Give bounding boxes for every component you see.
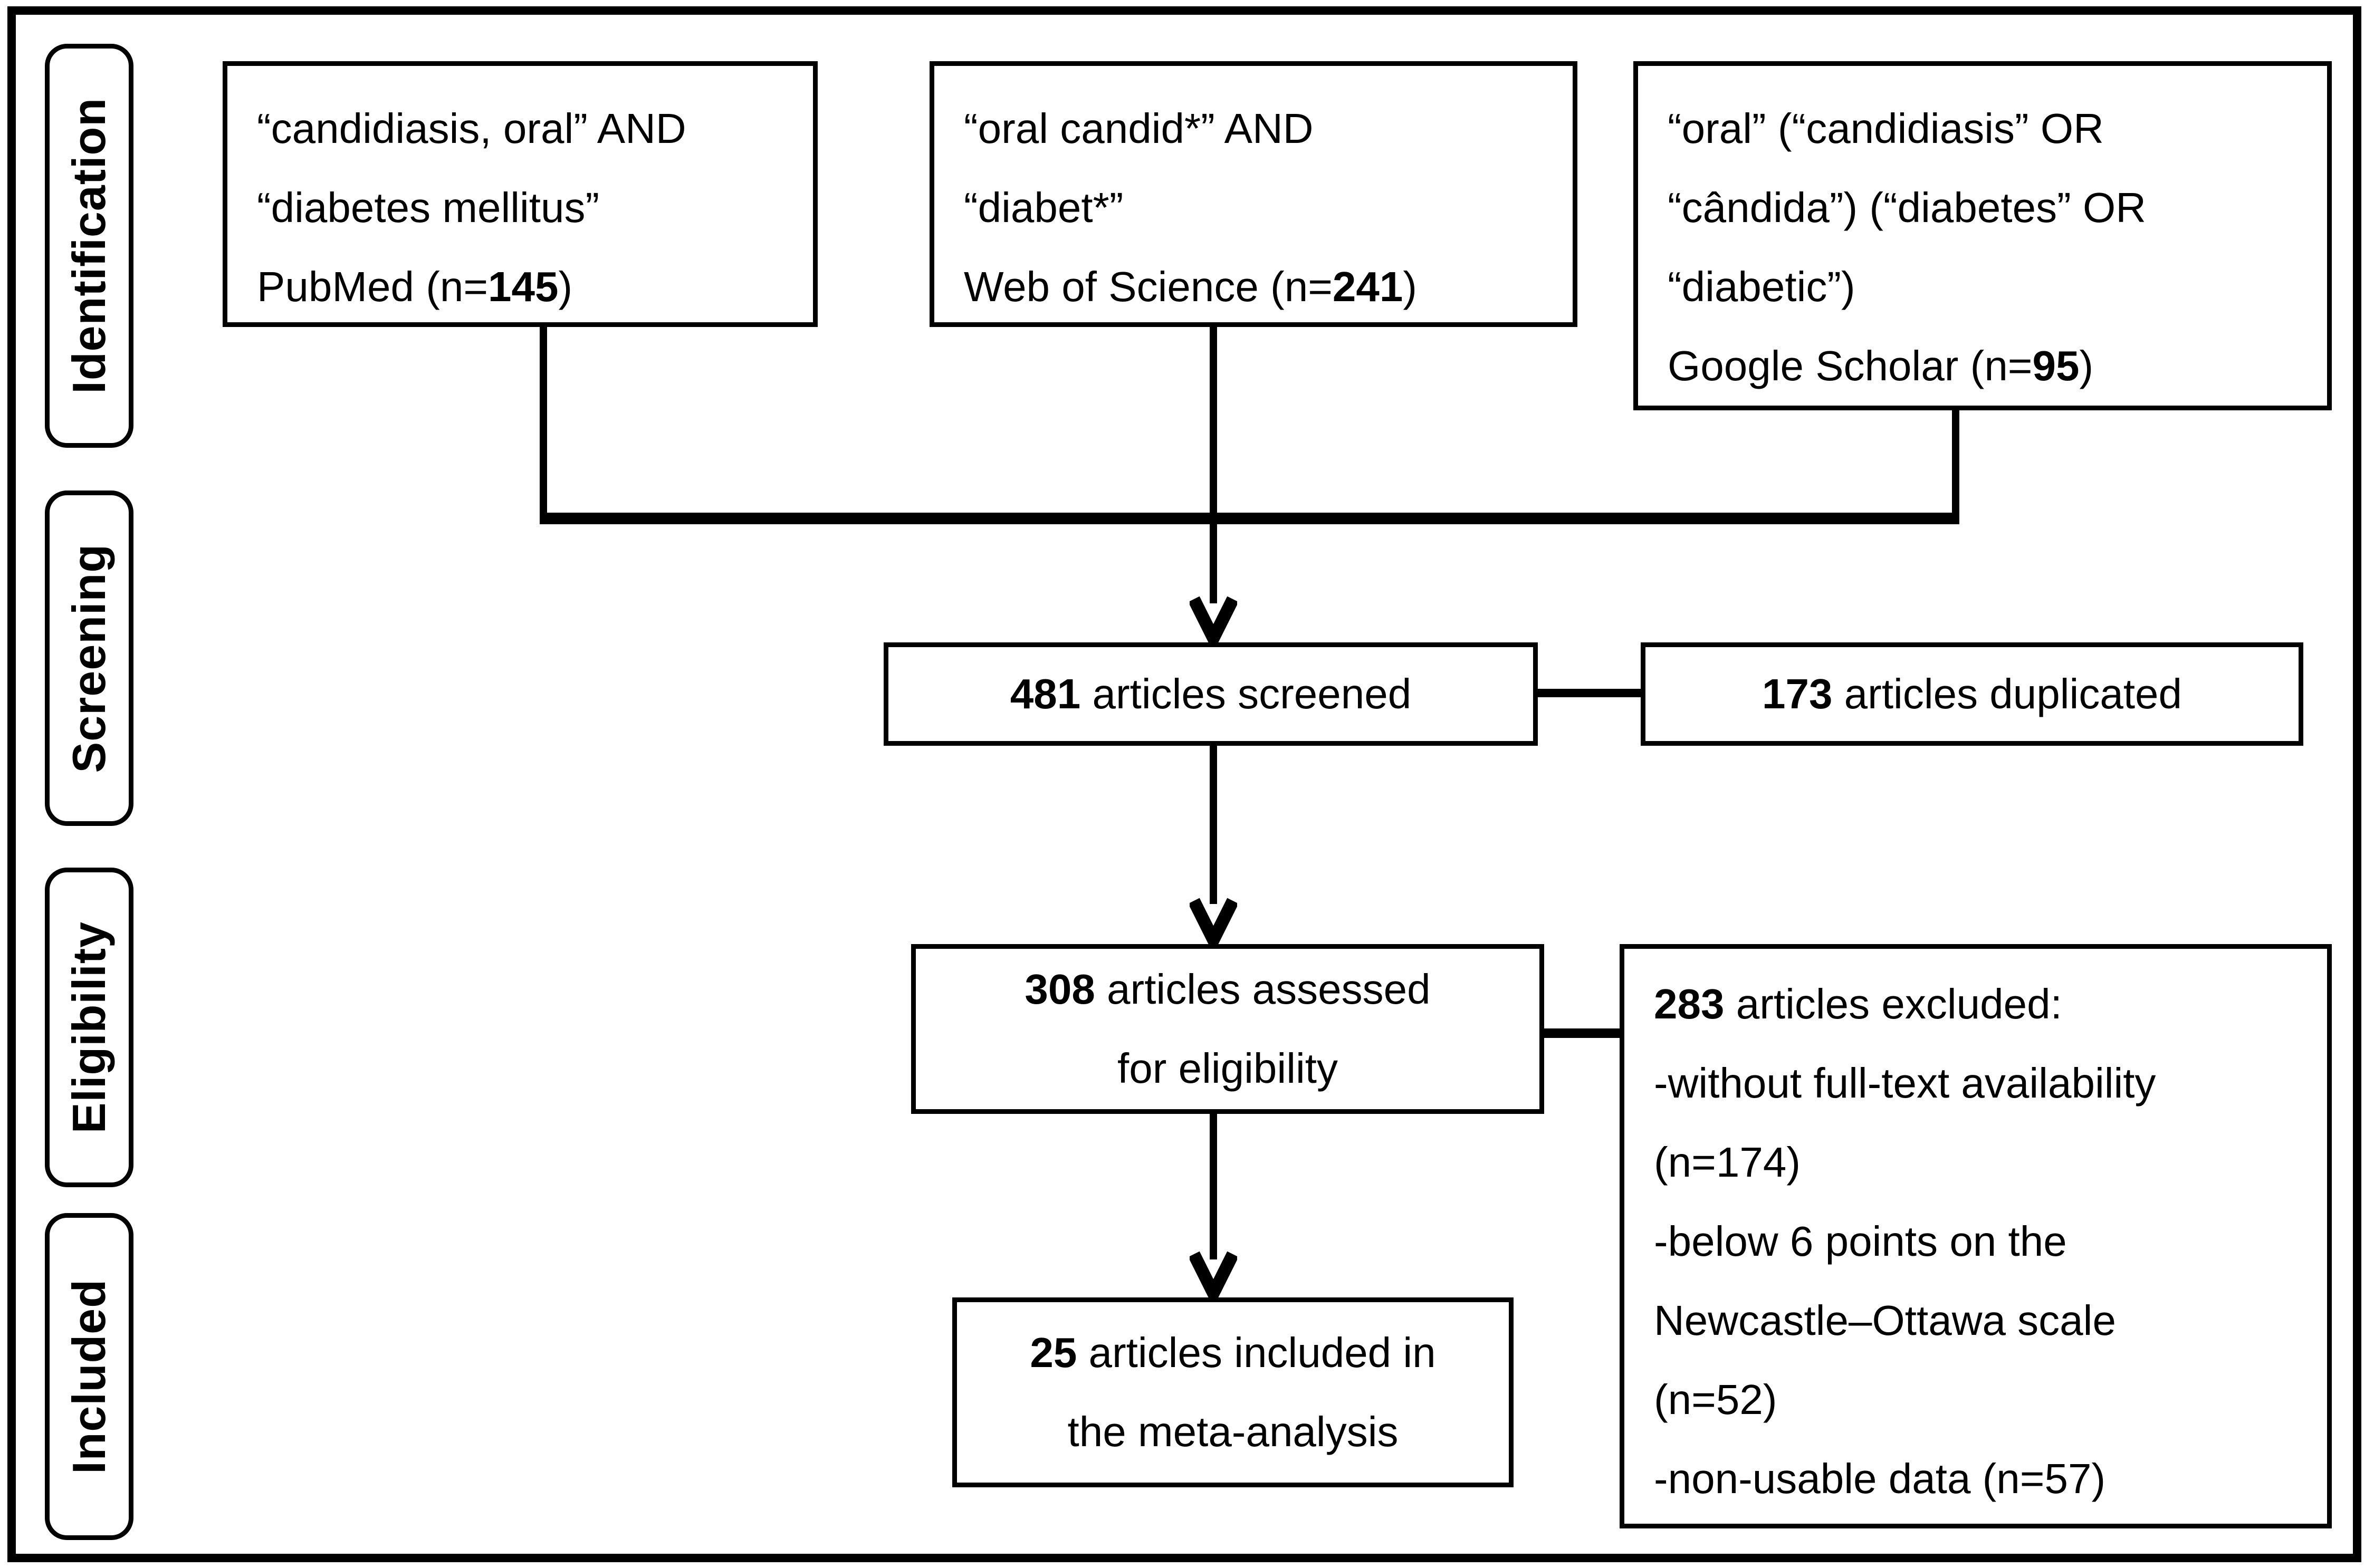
connector-assessed-excluded: [1544, 1028, 1620, 1038]
search-query-line: “diabet*”: [964, 184, 1124, 231]
search-query-line: “oral candid*” AND: [964, 105, 1314, 152]
box-articles-duplicated: 173 articles duplicated: [1641, 642, 2303, 746]
box-text-line: 481 articles screened: [1010, 670, 1412, 717]
exclusion-reason-line: -without full-text availability: [1654, 1060, 2156, 1107]
box-articles-excluded: 283 articles excluded: -without full-tex…: [1620, 944, 2332, 1528]
connector-screened-down: [1210, 746, 1217, 904]
stage-label-text: Included: [63, 1279, 115, 1474]
box-text-line: 308 articles assessed: [1025, 966, 1431, 1013]
source-count-line: Web of Science (n=241): [964, 263, 1418, 310]
arrow-down-icon: [1190, 596, 1237, 642]
search-query-line: “diabetes mellitus”: [257, 184, 600, 231]
search-query-line: “oral” (“candidiasis” OR: [1668, 105, 2104, 152]
source-box-pubmed: “candidiasis, oral” AND “diabetes mellit…: [223, 61, 818, 327]
stage-label-included: Included: [45, 1213, 133, 1540]
article-count: 283: [1654, 980, 1725, 1027]
connector-merge-horizontal: [540, 513, 1959, 524]
article-count: 95: [2032, 342, 2080, 389]
exclusion-reason-line: -below 6 points on the: [1654, 1218, 2067, 1265]
article-count: 173: [1762, 670, 1833, 717]
box-articles-included: 25 articles included in the meta-analysi…: [952, 1297, 1514, 1487]
source-box-web-of-science: “oral candid*” AND “diabet*” Web of Scie…: [930, 61, 1577, 327]
box-text-line: 25 articles included in: [1030, 1329, 1436, 1376]
article-count: 481: [1010, 670, 1081, 717]
article-count: 308: [1025, 966, 1095, 1013]
connector-scholar-down: [1952, 409, 1959, 521]
exclusion-reason-line: -non-usable data (n=57): [1654, 1455, 2106, 1502]
diagram-outer-border: [7, 6, 2361, 1562]
box-articles-screened: 481 articles screened: [884, 642, 1538, 746]
exclusion-reason-line: Newcastle–Ottawa scale: [1654, 1297, 2116, 1344]
source-count-line: PubMed (n=145): [257, 263, 573, 310]
article-count: 145: [488, 263, 559, 310]
source-count-line: Google Scholar (n=95): [1668, 342, 2094, 389]
connector-pubmed-down: [540, 326, 547, 520]
stage-label-text: Screening: [63, 543, 115, 773]
connector-screened-duplicated: [1538, 689, 1641, 697]
arrow-down-icon: [1190, 898, 1237, 944]
box-text-line: 283 articles excluded:: [1654, 980, 2062, 1027]
exclusion-reason-line: (n=174): [1654, 1139, 1801, 1186]
article-count: 25: [1030, 1329, 1077, 1376]
article-count: 241: [1332, 263, 1403, 310]
stage-label-text: Eligibility: [63, 921, 115, 1134]
box-text-line: 173 articles duplicated: [1762, 670, 2182, 717]
box-articles-assessed: 308 articles assessed for eligibility: [911, 944, 1544, 1114]
stage-label-eligibility: Eligibility: [45, 868, 133, 1187]
stage-label-screening: Screening: [45, 490, 133, 826]
search-query-line: “candidiasis, oral” AND: [257, 105, 686, 152]
box-text-line: the meta-analysis: [1067, 1408, 1399, 1455]
connector-wos-down: [1210, 326, 1217, 603]
search-query-line: “diabetic”): [1668, 263, 1855, 310]
search-query-line: “cândida”) (“diabetes” OR: [1668, 184, 2146, 231]
stage-label-identification: Identification: [45, 44, 133, 448]
stage-label-text: Identification: [63, 98, 115, 394]
connector-assessed-down: [1210, 1114, 1217, 1259]
arrow-down-icon: [1190, 1251, 1237, 1297]
box-text-line: for eligibility: [1117, 1045, 1338, 1092]
source-box-google-scholar: “oral” (“candidiasis” OR “cândida”) (“di…: [1633, 61, 2332, 410]
exclusion-reason-line: (n=52): [1654, 1376, 1777, 1423]
